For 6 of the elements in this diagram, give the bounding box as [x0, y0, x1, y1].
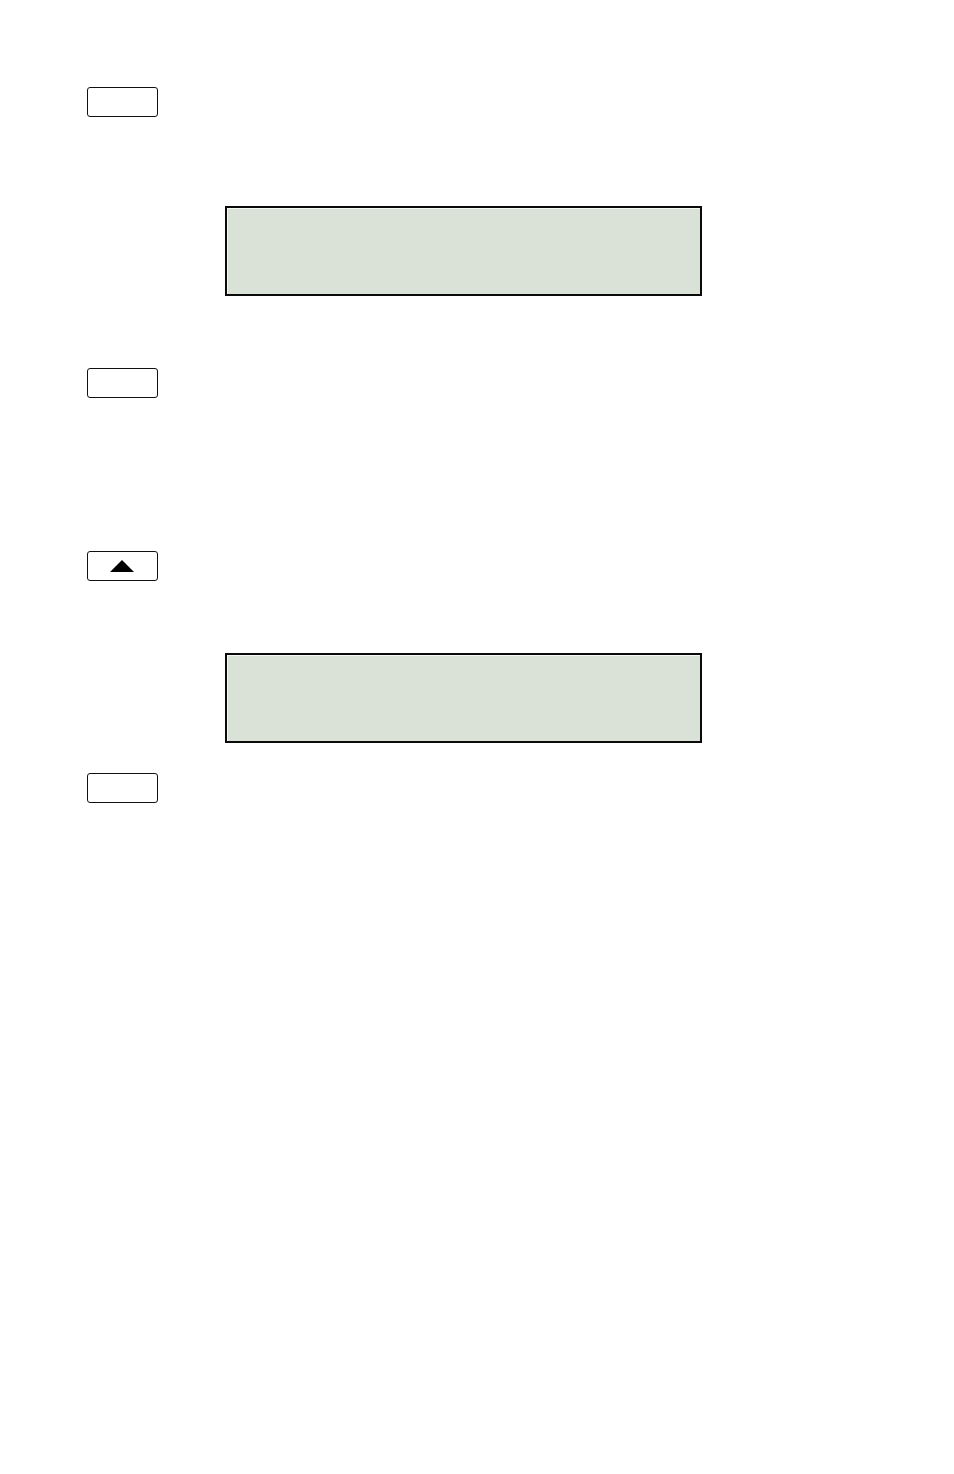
keypad-key: [87, 551, 158, 581]
lcd-display: [225, 653, 702, 743]
keypad-key: [87, 773, 158, 803]
lcd-display: [225, 206, 702, 296]
keypad-key: [87, 368, 158, 398]
keypad-key: [87, 87, 158, 117]
